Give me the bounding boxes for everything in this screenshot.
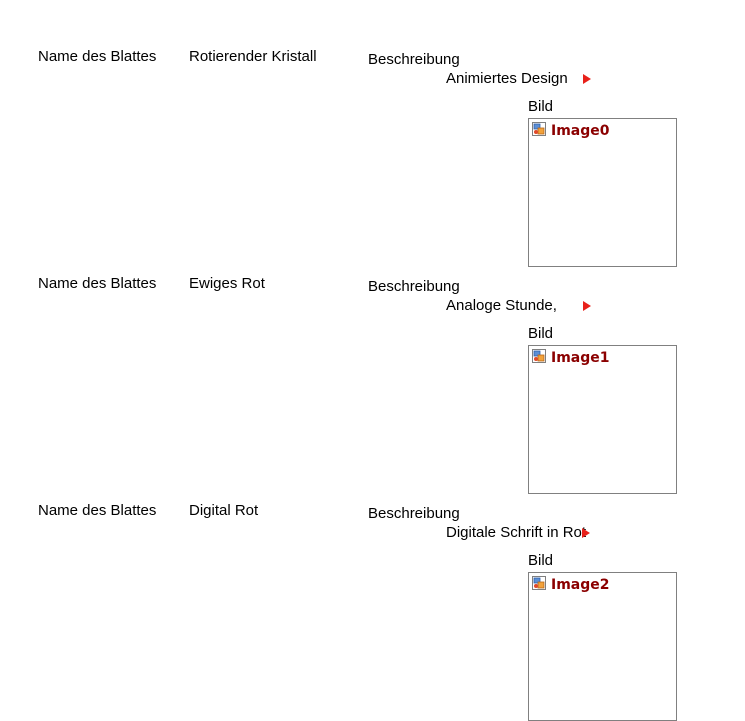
description-value: Animiertes Design: [446, 70, 568, 87]
image-frame: Image2: [528, 572, 677, 721]
sheet-name-label: Name des Blattes: [38, 275, 157, 292]
description-value: Analoge Stunde,: [446, 297, 557, 314]
sheet-record-1: Name des Blattes Ewiges Rot Beschreibung…: [0, 227, 745, 494]
image-name: Image0: [551, 123, 610, 139]
sheet-record-2: Name des Blattes Digital Rot Beschreibun…: [0, 454, 745, 721]
image-name: Image2: [551, 577, 610, 593]
sheet-name-value: Rotierender Kristall: [189, 48, 317, 65]
image-label: Bild: [528, 552, 554, 569]
broken-image-icon: [532, 122, 546, 136]
description-label: Beschreibung: [368, 505, 460, 522]
image-label: Bild: [528, 325, 554, 342]
image-frame: Image0: [528, 118, 677, 267]
description-label: Beschreibung: [368, 51, 460, 68]
sheet-name-label: Name des Blattes: [38, 502, 157, 519]
play-arrow-icon[interactable]: [583, 301, 591, 311]
broken-image-icon: [532, 349, 546, 363]
image-label: Bild: [528, 98, 554, 115]
sheet-name-value: Digital Rot: [189, 502, 259, 519]
image-frame: Image1: [528, 345, 677, 494]
sheet-record-0: Name des Blattes Rotierender Kristall Be…: [0, 0, 745, 267]
sheet-name-value: Ewiges Rot: [189, 275, 265, 292]
description-value: Digitale Schrift in Rot: [446, 524, 587, 541]
play-arrow-icon[interactable]: [582, 528, 590, 538]
play-arrow-icon[interactable]: [583, 74, 591, 84]
image-name: Image1: [551, 350, 610, 366]
description-label: Beschreibung: [368, 278, 460, 295]
broken-image-icon: [532, 576, 546, 590]
sheet-name-label: Name des Blattes: [38, 48, 157, 65]
